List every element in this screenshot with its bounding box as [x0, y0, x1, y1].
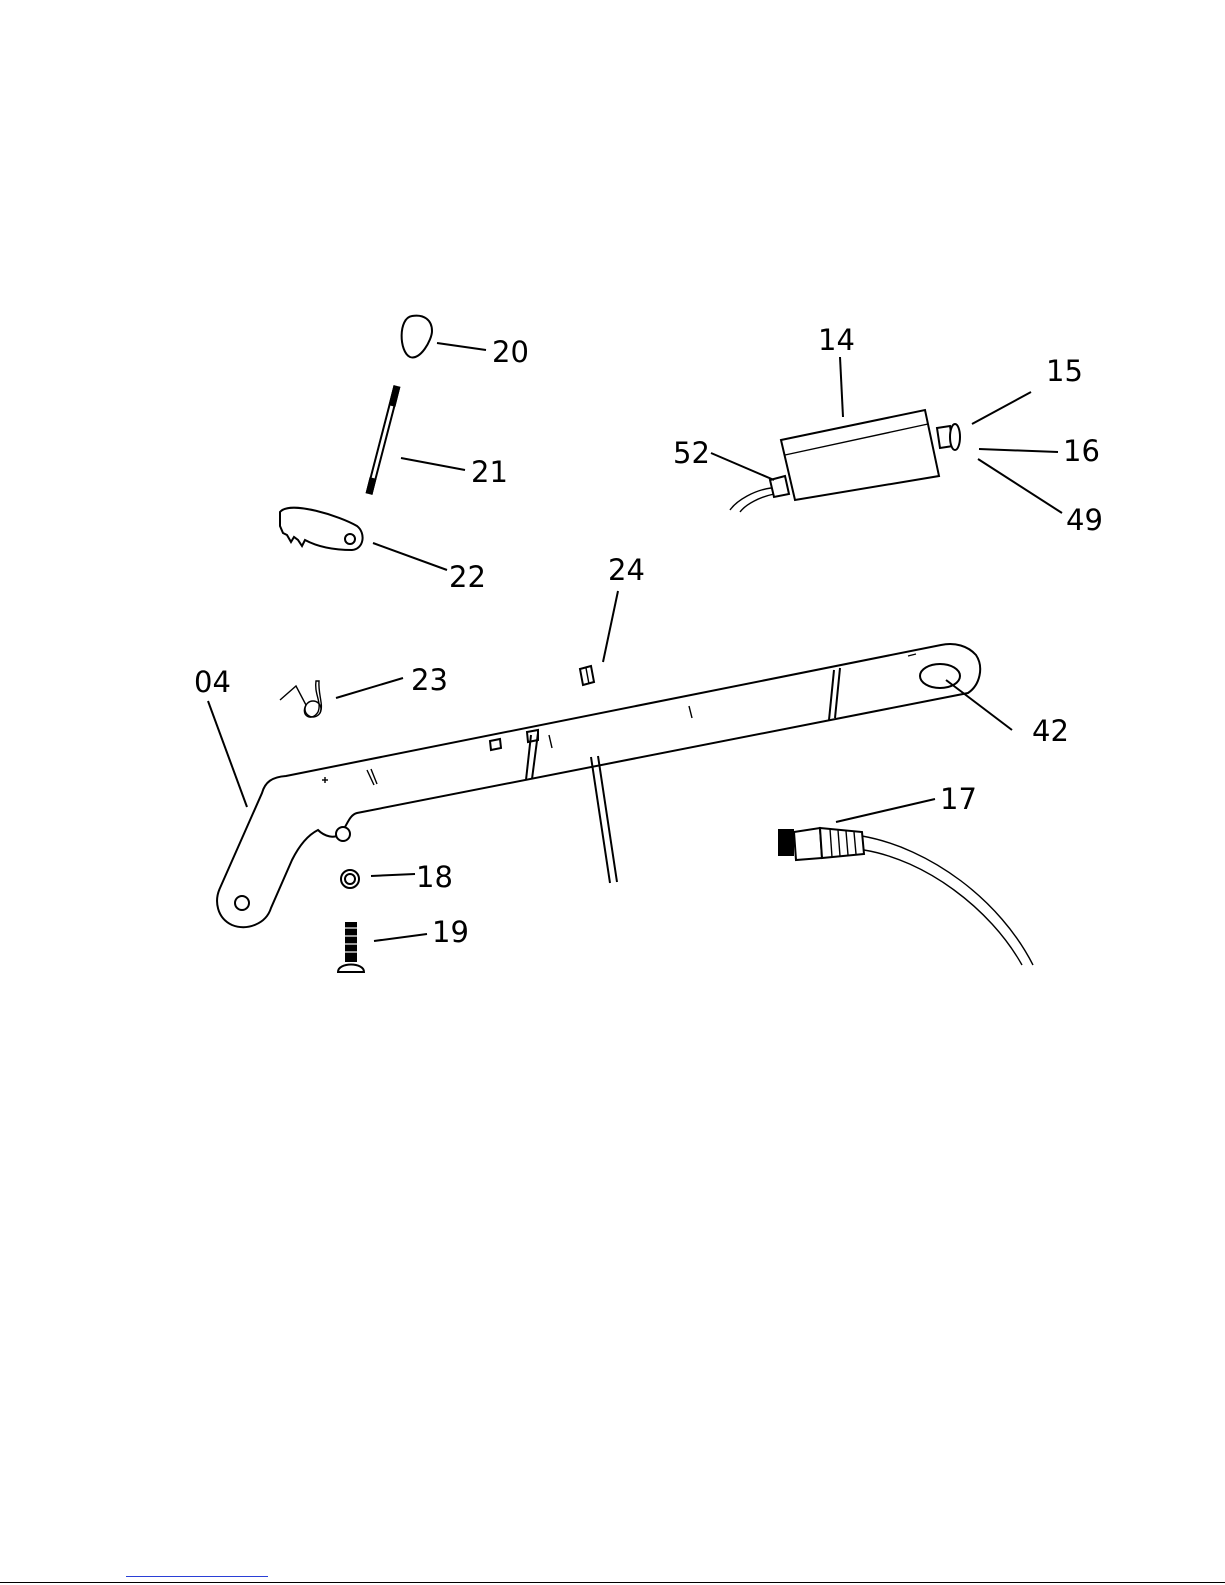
arm-pin	[591, 756, 617, 883]
part-14-sensor-housing	[730, 410, 960, 512]
leader-22	[373, 543, 447, 570]
part-19-bolt	[338, 922, 364, 972]
leader-16	[979, 449, 1058, 452]
callout-17: 17	[940, 782, 977, 816]
callout-04: 04	[194, 665, 231, 699]
part-17-connector-cable	[778, 828, 1033, 965]
leader-20	[437, 343, 486, 350]
callout-19: 19	[432, 915, 469, 949]
part-20-knob	[402, 316, 432, 358]
leader-49	[978, 459, 1062, 513]
callout-22: 22	[449, 560, 486, 594]
callout-49: 49	[1066, 503, 1103, 537]
callout-16: 16	[1063, 434, 1100, 468]
part-18-washer	[341, 870, 359, 888]
leader-19	[374, 934, 427, 941]
leader-04	[208, 701, 247, 807]
leader-lines	[208, 343, 1062, 941]
callout-52: 52	[673, 436, 710, 470]
footer-hyperlink-underline[interactable]	[126, 1576, 268, 1577]
leader-52	[711, 453, 774, 480]
leader-14	[840, 357, 843, 417]
part-23-torsion-spring	[280, 681, 321, 717]
leader-23	[336, 678, 403, 698]
callout-42: 42	[1032, 714, 1069, 748]
leader-24	[603, 591, 618, 662]
callout-labels: 20 21 22 23 24 04 18 19 14 15 16 49 52 4…	[194, 323, 1103, 949]
leader-21	[401, 458, 465, 470]
callout-18: 18	[416, 860, 453, 894]
callout-24: 24	[608, 553, 645, 587]
part-24-block	[580, 666, 594, 685]
callout-14: 14	[818, 323, 855, 357]
footer-rule	[0, 1582, 1225, 1583]
callout-20: 20	[492, 335, 529, 369]
part-21-threaded-rod	[369, 386, 397, 494]
leader-17	[836, 799, 935, 822]
leader-42	[946, 680, 1012, 730]
callout-15: 15	[1046, 354, 1083, 388]
leader-18	[371, 874, 415, 876]
part-22-latch	[280, 508, 363, 550]
leader-15	[972, 392, 1031, 424]
part-04-main-arm	[217, 644, 980, 927]
callout-21: 21	[471, 455, 508, 489]
callout-23: 23	[411, 663, 448, 697]
